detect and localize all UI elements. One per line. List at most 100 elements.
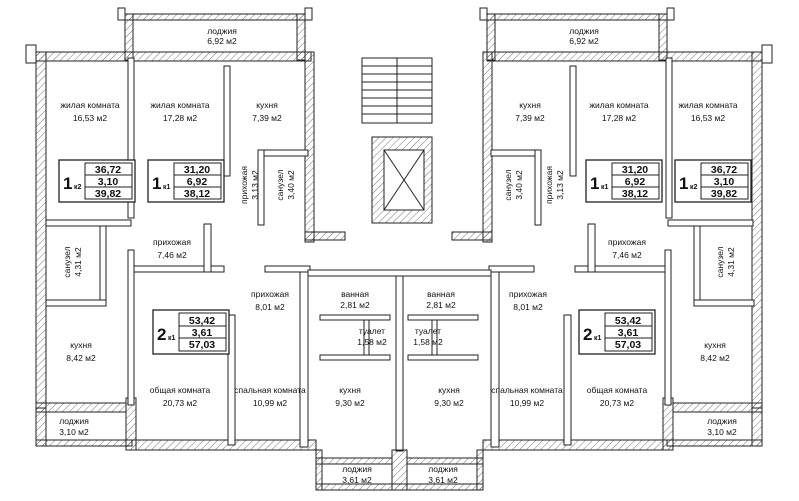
- room-area: 20,73 м2: [163, 398, 197, 408]
- room-name: санузел: [715, 246, 725, 277]
- room-name: кухня: [438, 385, 460, 395]
- apartment-room-count: 1: [63, 174, 72, 193]
- apartment-total-area: 39,82: [95, 188, 121, 200]
- room-area: 9,30 м2: [434, 398, 464, 408]
- apartment-loggia-area: 6,92: [187, 176, 208, 188]
- room-area: 4,31 м2: [726, 247, 736, 277]
- room-name: кухня: [256, 100, 278, 110]
- room-name: прихожая: [544, 166, 554, 204]
- apartment-type: к1: [168, 335, 176, 342]
- room-name: ванная: [427, 289, 455, 299]
- loggia-top-left: [117, 7, 313, 61]
- room-name: общая комната: [150, 385, 211, 395]
- apartment-legend-2k1-left: 2 к1 53,42 3,61 57,03: [152, 309, 230, 355]
- room-area: 4,31 м2: [73, 247, 83, 277]
- room-area: 2,81 м2: [426, 300, 456, 310]
- apartment-type: к1: [594, 335, 602, 342]
- room-labels: лоджия 6,92 м2 лоджия 6,92 м2 жилая комн…: [59, 26, 738, 485]
- room-area: 7,39 м2: [515, 113, 545, 123]
- room-area: 8,42 м2: [66, 353, 96, 363]
- apartment-legend-1k1-right: 1 к1 31,20 6,92 38,12: [585, 159, 663, 203]
- vertical-room-labels: санузел 4,31 м2 прихожая 3,13 м2 санузел…: [62, 166, 736, 278]
- room-area: 3,10 м2: [707, 427, 737, 437]
- interior-walls-right: [488, 57, 755, 448]
- apartment-type: к1: [601, 184, 609, 191]
- apartment-legend-1k2-left: 1 к2 36,72 3,10 39,82: [58, 159, 136, 203]
- room-area: 8,01 м2: [255, 302, 285, 312]
- room-name: жилая комната: [678, 100, 738, 110]
- room-name: кухня: [339, 385, 361, 395]
- room-name: кухня: [519, 100, 541, 110]
- apartment-total-area: 39,82: [711, 188, 737, 200]
- apartment-room-count: 1: [590, 174, 599, 193]
- apartment-loggia-area: 3,61: [618, 327, 639, 339]
- room-area: 8,01 м2: [513, 302, 543, 312]
- room-name: туалет: [415, 326, 441, 336]
- room-area: 3,40 м2: [286, 170, 296, 200]
- room-area: 6,92 м2: [569, 36, 599, 46]
- room-area: 3,13 м2: [555, 170, 565, 200]
- apartment-loggia-area: 3,61: [192, 327, 213, 339]
- apartment-type: к1: [163, 184, 171, 191]
- room-area: 16,53 м2: [73, 113, 107, 123]
- room-area: 17,28 м2: [163, 113, 197, 123]
- loggias-bottom: [35, 407, 763, 491]
- stair-core: [304, 51, 493, 243]
- room-area: 1,58 м2: [357, 337, 387, 347]
- room-area: 7,46 м2: [157, 250, 187, 260]
- room-area: 20,73 м2: [600, 398, 634, 408]
- apartment-living-area: 36,72: [95, 164, 121, 176]
- loggia-top-right: [479, 7, 675, 61]
- room-name: спальная комната: [491, 385, 563, 395]
- apartment-living-area: 36,72: [711, 164, 737, 176]
- apartment-total-area: 38,12: [184, 188, 210, 200]
- room-area: 10,99 м2: [253, 398, 287, 408]
- apartment-living-area: 53,42: [615, 315, 641, 327]
- interior-walls-left: [45, 57, 311, 448]
- room-area: 3,13 м2: [250, 170, 260, 200]
- apartment-loggia-area: 3,10: [98, 176, 119, 188]
- apartment-legend-1k1-left: 1 к1 31,20 6,92 38,12: [147, 159, 225, 203]
- apartment-living-area: 31,20: [184, 164, 210, 176]
- room-name: прихожая: [509, 289, 547, 299]
- apartment-loggia-area: 3,10: [714, 176, 735, 188]
- room-area: 16,53 м2: [691, 113, 725, 123]
- room-area: 3,40 м2: [514, 170, 524, 200]
- apartment-type: к2: [690, 184, 698, 191]
- apartment-loggia-area: 6,92: [625, 176, 646, 188]
- apartment-room-count: 1: [152, 174, 161, 193]
- room-name: санузел: [503, 169, 513, 200]
- room-name: туалет: [359, 326, 385, 336]
- apartment-total-area: 57,03: [615, 339, 641, 351]
- room-name: жилая комната: [60, 100, 120, 110]
- room-name: прихожая: [239, 166, 249, 204]
- room-area: 3,61 м2: [428, 475, 458, 485]
- room-name: лоджия: [207, 26, 237, 36]
- room-name: санузел: [275, 169, 285, 200]
- room-area: 9,30 м2: [335, 398, 365, 408]
- room-name: спальная комната: [234, 385, 306, 395]
- apartment-room-count: 1: [679, 174, 688, 193]
- room-area: 3,61 м2: [342, 475, 372, 485]
- room-area: 7,39 м2: [252, 113, 282, 123]
- room-name: прихожая: [153, 237, 191, 247]
- room-name: лоджия: [707, 416, 737, 426]
- room-area: 8,42 м2: [700, 353, 730, 363]
- room-name: лоджия: [569, 26, 599, 36]
- room-area: 17,28 м2: [602, 113, 636, 123]
- apartment-room-count: 2: [157, 325, 166, 344]
- room-name: жилая комната: [589, 100, 649, 110]
- room-area: 1,58 м2: [413, 337, 443, 347]
- apartment-total-area: 38,12: [622, 188, 648, 200]
- room-name: ванная: [341, 289, 369, 299]
- room-area: 7,46 м2: [612, 250, 642, 260]
- room-name: общая комната: [587, 385, 648, 395]
- apartment-living-area: 31,20: [622, 164, 648, 176]
- room-name: кухня: [70, 340, 92, 350]
- room-name: прихожая: [608, 237, 646, 247]
- apartment-legend-1k2-right: 1 к2 36,72 3,10 39,82: [674, 159, 752, 203]
- room-name: санузел: [62, 246, 72, 277]
- room-area: 2,81 м2: [340, 300, 370, 310]
